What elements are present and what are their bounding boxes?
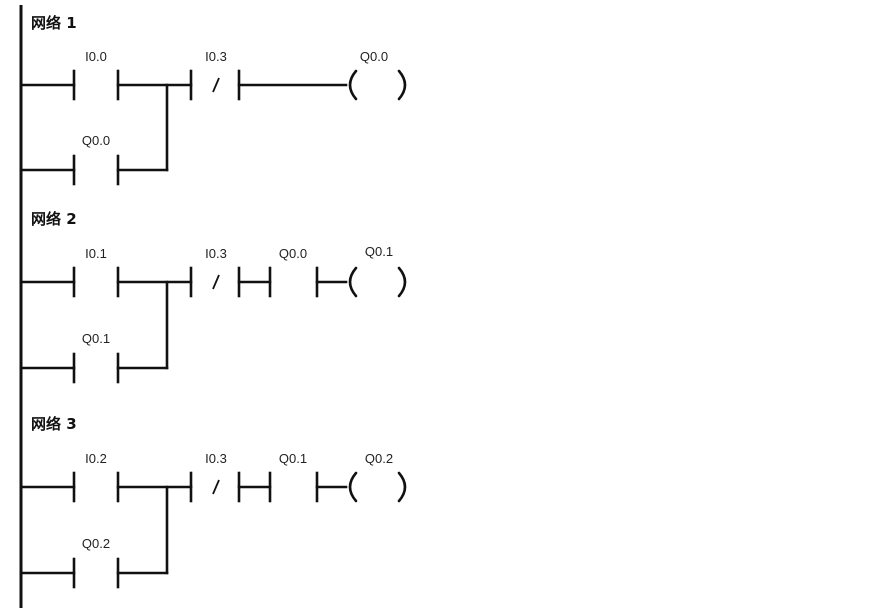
network-2-latch-address: Q0.1 [82, 331, 110, 346]
network-3-coil: Q0.2 [348, 451, 407, 503]
network-3-contact-1: I0.2 [20, 451, 193, 503]
network-1-contact-1: I0.0 [20, 49, 193, 101]
network-2: 网络 2 I0.1 I0.3 Q0.0 Q0.1 Q0.1 [20, 210, 407, 384]
network-2-latch-branch: Q0.1 [20, 280, 169, 384]
nc-slash-icon [212, 479, 220, 495]
network-1-contact-1-address: I0.0 [85, 49, 107, 64]
network-1-latch-address: Q0.0 [82, 133, 110, 148]
network-2-coil: Q0.1 [348, 244, 407, 298]
network-2-contact-3: Q0.0 [268, 246, 348, 298]
network-1: 网络 1 I0.0 I0.3 Q0.0 Q0.0 [20, 14, 407, 186]
network-2-contact-3-address: Q0.0 [279, 246, 307, 261]
network-2-contact-1-address: I0.1 [85, 246, 107, 261]
network-1-coil: Q0.0 [348, 49, 407, 101]
network-3-contact-3: Q0.1 [268, 451, 348, 503]
network-3-latch-branch: Q0.2 [20, 485, 169, 589]
nc-slash-icon [212, 77, 220, 93]
network-2-title: 网络 2 [31, 210, 77, 228]
network-3-latch-address: Q0.2 [82, 536, 110, 551]
network-3-contact-2: I0.3 [189, 451, 272, 503]
nc-slash-icon [212, 274, 220, 290]
network-2-coil-address: Q0.1 [365, 244, 393, 259]
network-3-contact-3-address: Q0.1 [279, 451, 307, 466]
network-1-coil-address: Q0.0 [360, 49, 388, 64]
network-2-contact-1: I0.1 [20, 246, 193, 298]
network-1-contact-2: I0.3 [189, 49, 348, 101]
network-3-title: 网络 3 [31, 415, 77, 433]
network-1-title: 网络 1 [31, 14, 77, 32]
network-1-contact-2-address: I0.3 [205, 49, 227, 64]
network-1-latch-branch: Q0.0 [20, 83, 169, 186]
network-3: 网络 3 I0.2 I0.3 Q0.1 Q0.2 Q0.2 [20, 415, 407, 589]
network-2-contact-2: I0.3 [189, 246, 272, 298]
network-3-contact-1-address: I0.2 [85, 451, 107, 466]
network-3-contact-2-address: I0.3 [205, 451, 227, 466]
network-3-coil-address: Q0.2 [365, 451, 393, 466]
network-2-contact-2-address: I0.3 [205, 246, 227, 261]
